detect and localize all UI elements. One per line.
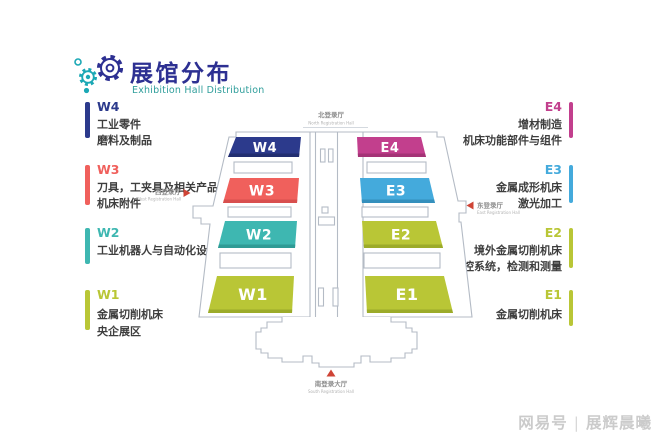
hall-E4 <box>357 137 426 157</box>
legend-item-w3: W3 刀具，工夹具及相关产品 机床附件 <box>85 162 257 210</box>
legend-hall-desc: 境外金属切削机床 <box>474 243 562 257</box>
north-entrance-label: 北登录厅 North Registration Hall <box>303 110 368 128</box>
south-arrow-icon <box>326 369 336 377</box>
hall-E3-label: E3 <box>386 184 406 200</box>
west-arrow-icon <box>183 189 191 197</box>
hall-W1-label: W1 <box>238 285 268 304</box>
large-gear-icon <box>96 54 124 82</box>
watermark-platform: 网易号 <box>518 414 568 432</box>
legend-hall-id: E2 <box>544 225 562 240</box>
legend-item-e3: E3 金属成形机床 激光加工 <box>402 162 573 210</box>
legend-color-bar <box>568 102 573 138</box>
hall-E3-edge <box>361 199 435 203</box>
hall-E2-label: E2 <box>391 228 411 244</box>
hall-W4-edge <box>228 153 300 157</box>
legend-item-e4: E4 增材制造 机床功能部件与组件 <box>402 99 573 147</box>
legend-hall-desc: 机床附件 <box>97 197 141 210</box>
legend-hall-id: E1 <box>544 287 562 302</box>
hall-E1 <box>365 276 453 313</box>
legend-hall-id: W2 <box>97 225 120 240</box>
hall-E2-edge <box>363 244 443 248</box>
hall-E3 <box>360 178 435 203</box>
legend-hall-id: W1 <box>97 287 120 302</box>
connector-corridors <box>219 161 441 269</box>
east-entrance-label: 东登录厅 East Registration Hall <box>466 201 520 215</box>
legend-color-bar <box>568 228 573 268</box>
small-gear-icon <box>78 67 97 86</box>
hall-W4-label: W4 <box>253 141 277 156</box>
legend-hall-desc: 磨料及制品 <box>97 134 152 147</box>
hall-E1-edge <box>366 309 453 313</box>
west-entrance-label: 西登录厅 West Registration Hall <box>137 187 191 202</box>
hall-W3 <box>223 178 299 203</box>
legend-hall-desc: 数控系统，检测和测量 <box>452 260 562 273</box>
legend-color-bar <box>85 102 90 138</box>
watermark-author: 展辉晨曦 <box>585 414 652 432</box>
svg-text:东登录厅: 东登录厅 <box>477 201 504 210</box>
hall-E4-edge <box>357 153 426 157</box>
legend-hall-desc: 机床功能部件与组件 <box>463 134 562 147</box>
watermark: 网易号 | 展辉晨曦 <box>518 411 652 433</box>
hall-W3-edge <box>223 199 298 203</box>
dot-icon <box>83 87 90 94</box>
hall-W4 <box>228 137 301 157</box>
legend-item-e2: E2 境外金属切削机床 数控系统，检测和测量 <box>402 225 573 273</box>
hall-E4-label: E4 <box>381 141 400 156</box>
legend-item-e1: E1 金属切削机床 <box>402 287 573 326</box>
hall-W3-label: W3 <box>249 184 275 200</box>
legend-item-w1: W1 金属切削机床 央企展区 <box>85 287 257 338</box>
legend-hall-desc: 刀具，工夹具及相关产品 <box>97 180 218 194</box>
legend-hall-desc: 金属切削机床 <box>97 308 163 321</box>
hall-E2 <box>362 221 443 248</box>
hall-E1-label: E1 <box>395 285 418 304</box>
small-circle-icon <box>74 58 82 66</box>
legend-color-bar <box>85 228 90 264</box>
gears-logo-icon <box>74 54 124 94</box>
south-entrance-label: 南登录大厅 South Registration Hall <box>308 369 354 394</box>
legend-hall-desc: 工业零件 <box>97 117 141 131</box>
hall-W2-edge <box>218 244 296 248</box>
hall-W1 <box>208 276 294 313</box>
hall-W2 <box>218 221 297 248</box>
legend-hall-id: E4 <box>544 99 562 114</box>
legend-hall-desc: 央企展区 <box>97 324 141 338</box>
legend-color-bar <box>85 290 90 330</box>
svg-text:西登录厅: 西登录厅 <box>155 187 182 196</box>
legend-hall-id: W4 <box>97 99 120 114</box>
legend-hall-desc: 金属切削机床 <box>496 308 562 321</box>
svg-text:North Registration Hall: North Registration Hall <box>308 121 354 126</box>
legend-hall-desc: 增材制造 <box>518 117 562 131</box>
svg-text:East Registration Hall: East Registration Hall <box>477 210 520 215</box>
legend-item-w2: W2 工业机器人与自动化设备 <box>85 225 257 264</box>
svg-text:West Registration Hall: West Registration Hall <box>137 197 181 202</box>
south-lobby-outline <box>255 317 418 368</box>
page-title: 展馆分布 <box>130 61 232 87</box>
svg-text:北登录厅: 北登录厅 <box>318 110 345 119</box>
svg-text:南登录大厅: 南登录大厅 <box>315 379 348 388</box>
hall-W2-label: W2 <box>246 228 272 244</box>
legend-item-w4: W4 工业零件 磨料及制品 <box>85 99 257 147</box>
legend-color-bar <box>568 290 573 326</box>
svg-text:South Registration Hall: South Registration Hall <box>308 389 354 394</box>
hall-W1-edge <box>208 309 293 313</box>
legend-hall-desc: 激光加工 <box>518 197 562 210</box>
legend-color-bar <box>85 165 90 205</box>
page-subtitle: Exhibition Hall Distribution <box>132 85 265 96</box>
legend-hall-desc: 工业机器人与自动化设备 <box>97 243 218 257</box>
central-corridor <box>310 131 363 317</box>
legend-color-bar <box>568 165 573 203</box>
legend-hall-desc: 金属成形机床 <box>496 180 562 194</box>
east-arrow-icon <box>466 201 474 210</box>
legend-hall-id: E3 <box>544 162 562 177</box>
watermark-divider: | <box>573 414 580 432</box>
legend-hall-id: W3 <box>97 162 120 177</box>
